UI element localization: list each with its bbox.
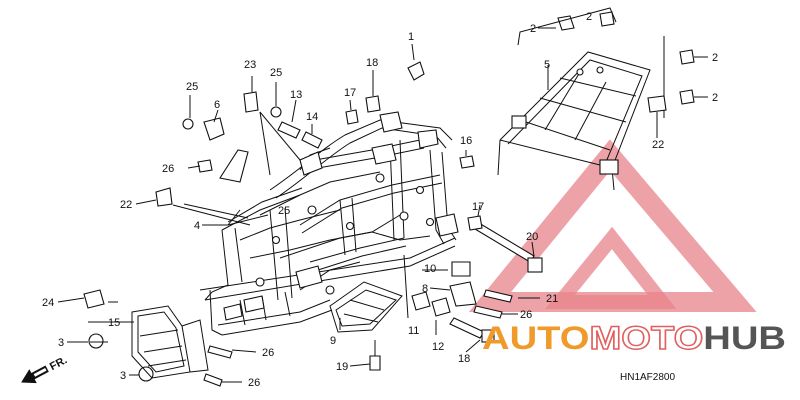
plate-part-8 [449,281,477,307]
callout-12: 12 [432,341,444,353]
front-arrow-label: FR. [48,354,69,373]
callout-2-right-b: 2 [712,92,718,104]
bolt-part-26-left [197,159,213,173]
bolt-part-21 [483,289,513,303]
callout-25-left: 25 [186,81,198,93]
callout-17-right: 17 [472,201,484,213]
bracket-part-23 [243,91,259,113]
front-direction-arrow: FR. [21,354,69,384]
callout-15: 15 [108,317,120,329]
watermark-logo-triangle [468,139,757,312]
callout-16: 16 [460,135,472,147]
callout-1: 1 [408,31,414,43]
callout-19: 19 [336,361,348,373]
bolt-part-18-upper [365,95,381,113]
nut-part-2-top [557,15,575,31]
callout-9: 9 [330,335,336,347]
callout-6: 6 [214,99,220,111]
clamp-part-22-right [647,95,667,113]
callout-23: 23 [244,59,256,71]
grommet-part-3-lower [138,366,154,382]
callout-numbers: 1 2 2 2 2 3 3 4 5 6 8 9 10 11 12 13 14 1… [42,11,718,389]
bolt-part-26-mid [473,305,503,319]
callout-25-top: 25 [270,67,282,79]
bolt-part-19 [369,355,381,371]
callout-8: 8 [422,283,428,295]
callout-22-right: 22 [652,139,664,151]
nut-part-2-top-b [599,11,615,27]
clip-part-1 [407,61,425,81]
callout-5: 5 [544,59,550,71]
main-frame [199,111,459,336]
bolt-part-26-front-a [207,345,233,359]
skid-plate-part-9 [329,281,403,333]
clamp-part-22-left [155,187,173,207]
callout-20: 20 [526,231,538,243]
callout-10: 10 [424,263,436,275]
watermark-auto: AUTO [482,320,589,356]
bolt-part-18-lower [449,317,485,339]
collar-part-13 [277,121,301,139]
callout-26-mid: 26 [520,309,532,321]
nut-part-18-lower [481,329,495,343]
callout-26-front-b: 26 [248,377,260,389]
watermark-hub: HUB [703,320,786,356]
collar-part-10 [451,261,471,277]
callout-11: 11 [408,325,419,337]
callout-4: 4 [194,220,200,232]
callout-21: 21 [546,293,558,305]
grommet-part-25-left [182,118,194,130]
clamp-part-24 [83,289,105,309]
callout-2-top: 2 [530,23,536,35]
rear-carrier-part-5 [497,51,651,191]
callout-22-left: 22 [120,199,132,211]
grommet-part-2-right-a [679,49,695,65]
grommet-part-25-top [270,106,282,118]
bolt-part-26-front-b [203,373,223,387]
callout-3-lower: 3 [120,370,126,382]
collar-part-14 [301,131,323,149]
callout-25-mid: 25 [278,205,290,217]
bolt-part-16 [459,155,475,169]
callout-26-front-a: 26 [262,347,274,359]
callout-24: 24 [42,297,54,309]
collar-part-12 [431,297,451,317]
bracket-part-left [219,149,249,183]
callout-13: 13 [290,89,302,101]
callout-26-left: 26 [162,163,174,175]
callout-18-lower: 18 [458,353,470,365]
grommet-part-2-right-b [679,89,695,105]
front-guard-part-15 [131,305,209,379]
callout-2-right-a: 2 [712,52,718,64]
callout-14: 14 [306,111,318,123]
callout-2-top-b: 2 [586,11,592,23]
callout-18-upper: 18 [366,57,378,69]
callout-17-upper: 17 [344,87,356,99]
collar-part-11 [411,291,431,311]
diagram-code: HN1AF2800 [620,372,675,383]
watermark-moto: MOTO [589,320,703,356]
bolt-part-17-right [467,215,483,231]
bolt-part-17-upper [345,109,359,125]
grommet-part-3-upper [88,333,104,349]
callout-3-upper: 3 [58,337,64,349]
